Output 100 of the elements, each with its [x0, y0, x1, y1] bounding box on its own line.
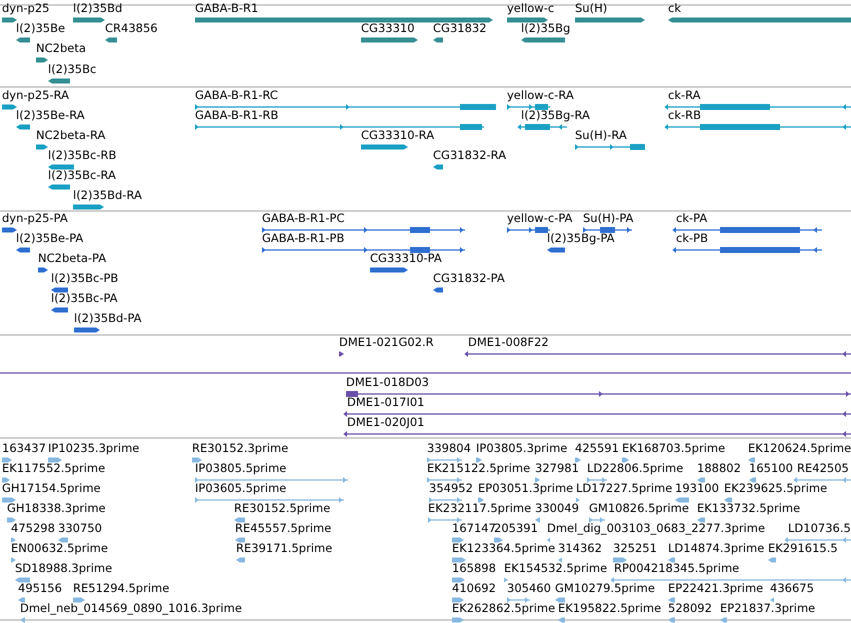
- feature-label: EK215122.5prime: [427, 462, 530, 475]
- feature-label: CG33310-RA: [361, 129, 434, 142]
- feature-label: 205391: [494, 522, 538, 535]
- feature-label: 167147: [452, 522, 496, 535]
- feature-label: RE30152.5prime: [234, 502, 330, 515]
- feature-label: Dmel_neb_014569_0890_1016.3prime: [20, 602, 242, 615]
- feature-label: EK133732.5prime: [697, 502, 800, 515]
- feature-label: LD22806.5prime: [587, 462, 684, 475]
- feature-label: GABA-B-R1-PB: [262, 232, 344, 245]
- feature-label: 327981: [535, 462, 579, 475]
- feature-label: EN00632.5prime: [11, 542, 108, 555]
- feature-label: NC2beta-RA: [36, 129, 106, 142]
- feature-label: RP004218345.5prime: [614, 562, 740, 575]
- feature-label: EK168703.5prime: [622, 442, 726, 455]
- feature-label: CG31832-PA: [433, 272, 505, 285]
- feature-label: NC2beta-PA: [38, 252, 106, 265]
- feature-label: EK117552.5prime: [2, 462, 106, 475]
- feature-label: EP22421.3prime: [668, 582, 764, 595]
- feature-label: 165100: [749, 462, 793, 475]
- feature-label: EK291615.5: [768, 542, 838, 555]
- feature-label: Su(H): [575, 2, 608, 15]
- feature-label: l(2)35Bd-RA: [73, 189, 142, 202]
- feature-label: 495156: [18, 582, 62, 595]
- feature-label: CG31832-RA: [433, 149, 506, 162]
- feature-label: ck-RB: [668, 109, 702, 122]
- feature-label: DME1-018D03: [346, 376, 429, 389]
- feature-label: l(2)35Bd-PA: [74, 312, 142, 325]
- feature-label: l(2)35Bc-RA: [48, 169, 116, 182]
- feature-label: l(2)35Bd: [73, 2, 122, 15]
- feature-label: 425591: [575, 442, 619, 455]
- feature-label: LD10736.5: [788, 522, 851, 535]
- feature-label: 163437: [2, 442, 46, 455]
- feature-label: GH18338.3prime: [7, 502, 106, 515]
- feature-label: ck-RA: [668, 89, 701, 102]
- feature-label: CR43856: [105, 22, 158, 35]
- feature-label: EK123364.5prime: [452, 542, 556, 555]
- feature-label: 325251: [613, 542, 657, 555]
- feature-label: NC2beta: [36, 42, 86, 55]
- feature-label: DME1-021G02.R: [339, 336, 434, 349]
- feature-label: CG31832: [433, 22, 487, 35]
- feature-label: GABA-B-R1-RC: [195, 89, 278, 102]
- feature-label: l(2)35Bc-PA: [51, 292, 118, 305]
- feature-label: l(2)35Bg-PA: [547, 232, 615, 245]
- feature-label: 475298: [11, 522, 55, 535]
- feature-label: LD14874.3prime: [668, 542, 764, 555]
- feature-label: l(2)35Be-RA: [16, 109, 85, 122]
- feature-label: ck-PB: [676, 232, 708, 245]
- feature-label: ck: [668, 2, 681, 15]
- feature-label: GABA-B-R1-PC: [262, 212, 344, 225]
- feature-label: dyn-p25-PA: [2, 212, 68, 225]
- feature-label: GM10279.5prime: [555, 582, 655, 595]
- feature-label: CG33310: [361, 22, 415, 35]
- feature-label: EK232117.5prime: [428, 502, 532, 515]
- feature-label: GABA-B-R1: [195, 2, 258, 15]
- feature-label: 339804: [427, 442, 471, 455]
- feature-label: dyn-p25-RA: [2, 89, 70, 102]
- feature-label: 314362: [558, 542, 602, 555]
- feature-label: 305460: [507, 582, 551, 595]
- feature-label: yellow-c-PA: [507, 212, 572, 225]
- feature-label: 165898: [452, 562, 496, 575]
- feature-label: l(2)35Bc: [48, 63, 96, 76]
- feature-label: Su(H)-PA: [583, 212, 634, 225]
- feature-label: 528092: [668, 602, 712, 615]
- feature-label: EK120624.5prime: [748, 442, 851, 455]
- feature-label: IP03805.3prime: [476, 442, 568, 455]
- feature-label: IP03805.5prime: [195, 462, 286, 475]
- feature-label: EP21837.3prime: [720, 602, 816, 615]
- feature-label: GABA-B-R1-RB: [195, 109, 278, 122]
- feature-label: l(2)35Be-PA: [16, 232, 84, 245]
- feature-label: yellow-c: [507, 2, 554, 15]
- feature-label: CG33310-PA: [370, 252, 442, 265]
- feature-label: DME1-017I01: [347, 396, 424, 409]
- feature-label: Dmel_dig_003103_0683_2277.3prime: [547, 522, 766, 535]
- feature-label: EK195822.5prime: [558, 602, 662, 615]
- feature-label: EK262862.5prime: [452, 602, 556, 615]
- feature-label: 410692: [452, 582, 496, 595]
- feature-label: GM10826.5prime: [589, 502, 689, 515]
- feature-label: IP10235.3prime: [48, 442, 140, 455]
- feature-label: RE42505: [797, 462, 849, 475]
- feature-label: DME1-020J01: [347, 416, 424, 429]
- feature-label: RE45557.5prime: [235, 522, 332, 535]
- feature-label: l(2)35Bg: [521, 22, 570, 35]
- feature-label: l(2)35Bg-RA: [521, 109, 590, 122]
- feature-label: EK239625.5prime: [724, 482, 828, 495]
- feature-label: l(2)35Bc-RB: [48, 149, 116, 162]
- feature-label: IP03605.5prime: [195, 482, 286, 495]
- feature-label: EP03051.3prime: [478, 482, 574, 495]
- feature-label: 436675: [770, 582, 814, 595]
- feature-label: yellow-c-RA: [507, 89, 574, 102]
- feature-label: Su(H)-RA: [575, 129, 627, 142]
- feature-label: RE39171.5prime: [236, 542, 332, 555]
- feature-label: SD18988.3prime: [15, 562, 112, 575]
- feature-label: 188802: [697, 462, 741, 475]
- feature-label: GH17154.5prime: [2, 482, 101, 495]
- feature-label: 193100: [675, 482, 719, 495]
- feature-label: ck-PA: [676, 212, 708, 225]
- feature-label: RE30152.3prime: [192, 442, 288, 455]
- feature-label: RE51294.5prime: [73, 582, 170, 595]
- feature-label: l(2)35Be: [16, 22, 66, 35]
- feature-label: dyn-p25: [2, 2, 50, 15]
